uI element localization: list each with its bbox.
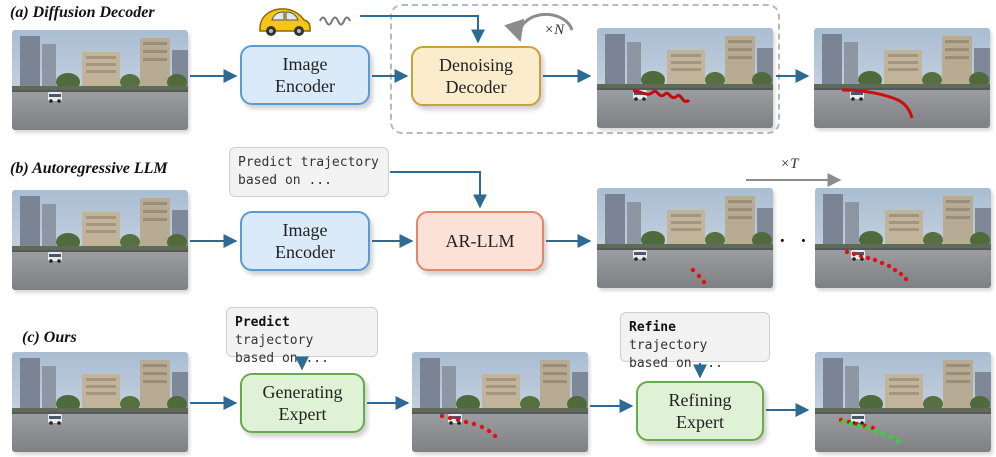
full-trajectory-image xyxy=(815,188,991,288)
prompt-keyword: Predict xyxy=(235,315,290,330)
section-label-diffusion-decoder: (a) Diffusion Decoder xyxy=(10,4,155,21)
noise-squiggle-icon xyxy=(319,16,351,26)
image-encoder-box: Image Encoder xyxy=(240,211,370,271)
prompt-line-1: Predict trajectory xyxy=(238,155,379,170)
prompt-line-2: based on ... xyxy=(235,351,329,366)
refining-expert-box: Refining Expert xyxy=(636,381,764,441)
denoising-decoder-box: Denoising Decoder xyxy=(411,46,541,106)
noisy-trajectory-image xyxy=(597,28,773,128)
generating-expert-box: Generating Expert xyxy=(240,373,365,433)
image-encoder-box: Image Encoder xyxy=(240,45,370,105)
loop-count-label: ×N xyxy=(544,22,565,38)
prompt-box-predict: Predict trajectory based on ... xyxy=(229,147,389,197)
prompt-line-2: based on ... xyxy=(629,356,723,371)
car-icon xyxy=(259,8,311,36)
arrow-prompt-to-llm xyxy=(390,171,487,209)
input-driving-image xyxy=(12,190,188,290)
input-driving-image xyxy=(12,352,188,452)
ar-llm-box: AR-LLM xyxy=(416,211,544,271)
repeat-count-label: ×T xyxy=(780,156,799,172)
prompt-rest: trajectory xyxy=(235,333,314,348)
denoised-trajectory-path xyxy=(841,88,914,119)
denoising-loop-region xyxy=(390,4,780,134)
generated-trajectory-image xyxy=(412,352,588,452)
partial-trajectory-image xyxy=(597,188,773,288)
noisy-trajectory-path xyxy=(632,89,691,103)
prompt-keyword: Refine xyxy=(629,320,676,335)
section-label-ours: (c) Ours xyxy=(22,329,77,346)
section-label-autoregressive-llm: (b) Autoregressive LLM xyxy=(10,160,168,177)
prompt-line-2: based on ... xyxy=(238,173,332,188)
denoised-trajectory-image xyxy=(814,28,990,128)
refined-trajectory-image xyxy=(815,352,991,452)
input-driving-image xyxy=(12,30,188,130)
prompt-rest: trajectory xyxy=(629,338,708,353)
prompt-box-refine: Refine trajectory based on ... xyxy=(620,312,770,371)
prompt-box-predict: Predict trajectory based on ... xyxy=(226,307,378,366)
